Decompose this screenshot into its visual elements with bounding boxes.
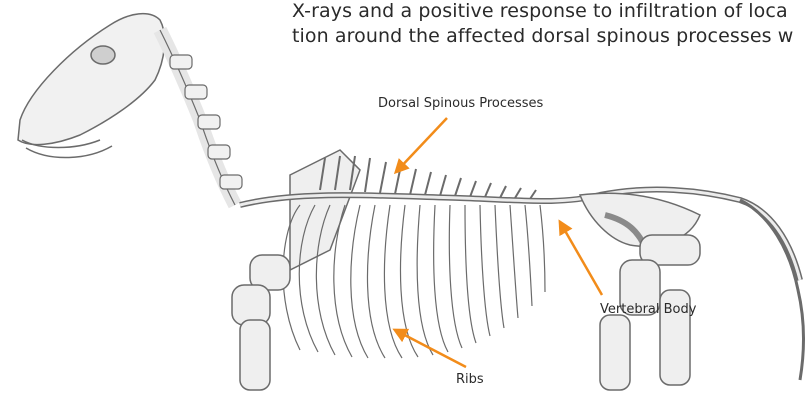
cervical-vertebrae [160, 30, 242, 205]
vertebral-body-arrow [560, 222, 602, 295]
label-vertebral-body: Vertebral Body [600, 302, 696, 317]
tail-vertebrae [740, 200, 804, 380]
fore-legs [232, 255, 290, 390]
rib-cage [283, 205, 545, 358]
ribs-arrow [395, 330, 466, 367]
skull [18, 14, 165, 158]
label-dorsal-spinous-processes: Dorsal Spinous Processes [378, 96, 543, 111]
label-ribs: Ribs [456, 372, 484, 387]
dorsal-spinous-arrow [396, 118, 447, 172]
